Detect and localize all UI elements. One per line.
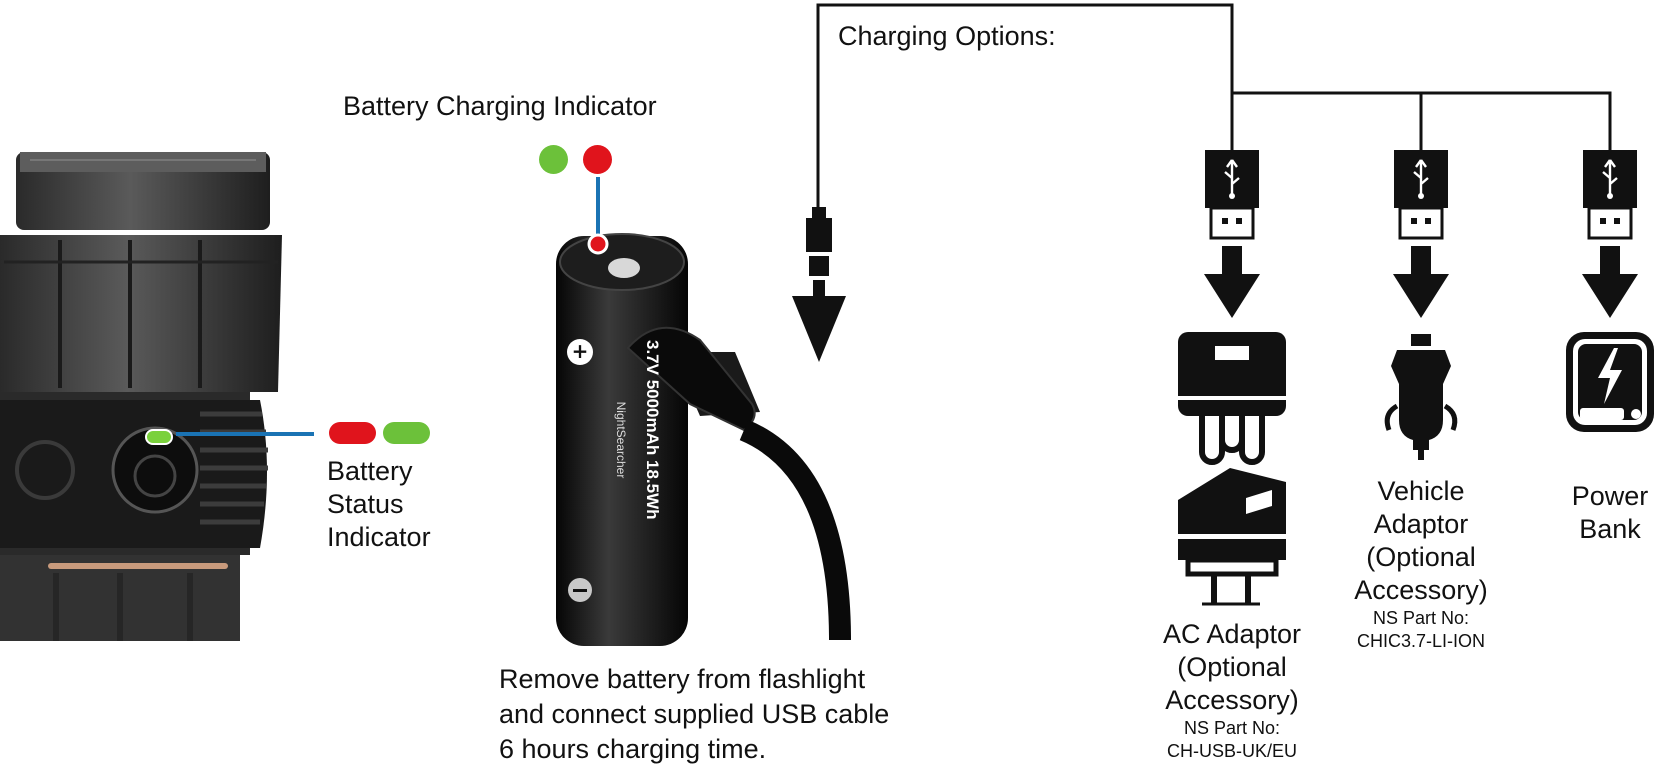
status-led-green-icon [383,422,430,444]
status-led-red-icon [329,422,376,444]
ac-adaptor-label: AC Adaptor (Optional Accessory) NS Part … [1162,619,1302,761]
power-bank-label: Power Bank [1571,481,1649,544]
micro-usb-plug-icon [792,207,846,362]
usb-plug-icon-ac [1204,150,1260,318]
usb-plug-icon-vehicle [1393,150,1449,318]
flashlight-image [0,152,282,641]
battery-brand-print: NightSearcher [614,401,628,479]
vehicle-adaptor-label: Vehicle Adaptor (Optional Accessory) NS … [1354,476,1488,651]
car-charger-icon [1384,334,1458,460]
indicator-leaders [176,177,600,436]
wall-plug-adaptor-icon [1178,332,1286,606]
power-bank-icon [1566,332,1654,432]
battery-cell-image: + [556,233,851,646]
connector-lines [816,3,1612,210]
battery-spec-print: 3.7V 5000mAh 18.5Wh [643,340,662,520]
usb-plug-icon-powerbank [1582,150,1638,318]
battery-status-indicator-label: Battery Status Indicator [327,456,431,552]
charging-instructions: Remove battery from flashlight and conne… [499,664,890,764]
charging-led-green-icon [539,145,568,174]
battery-led-red-icon [587,233,609,255]
svg-text:+: + [572,339,589,363]
battery-charging-indicator-label: Battery Charging Indicator [343,91,657,121]
charging-led-red-icon [583,145,612,174]
charging-options-title: Charging Options: [838,21,1056,51]
